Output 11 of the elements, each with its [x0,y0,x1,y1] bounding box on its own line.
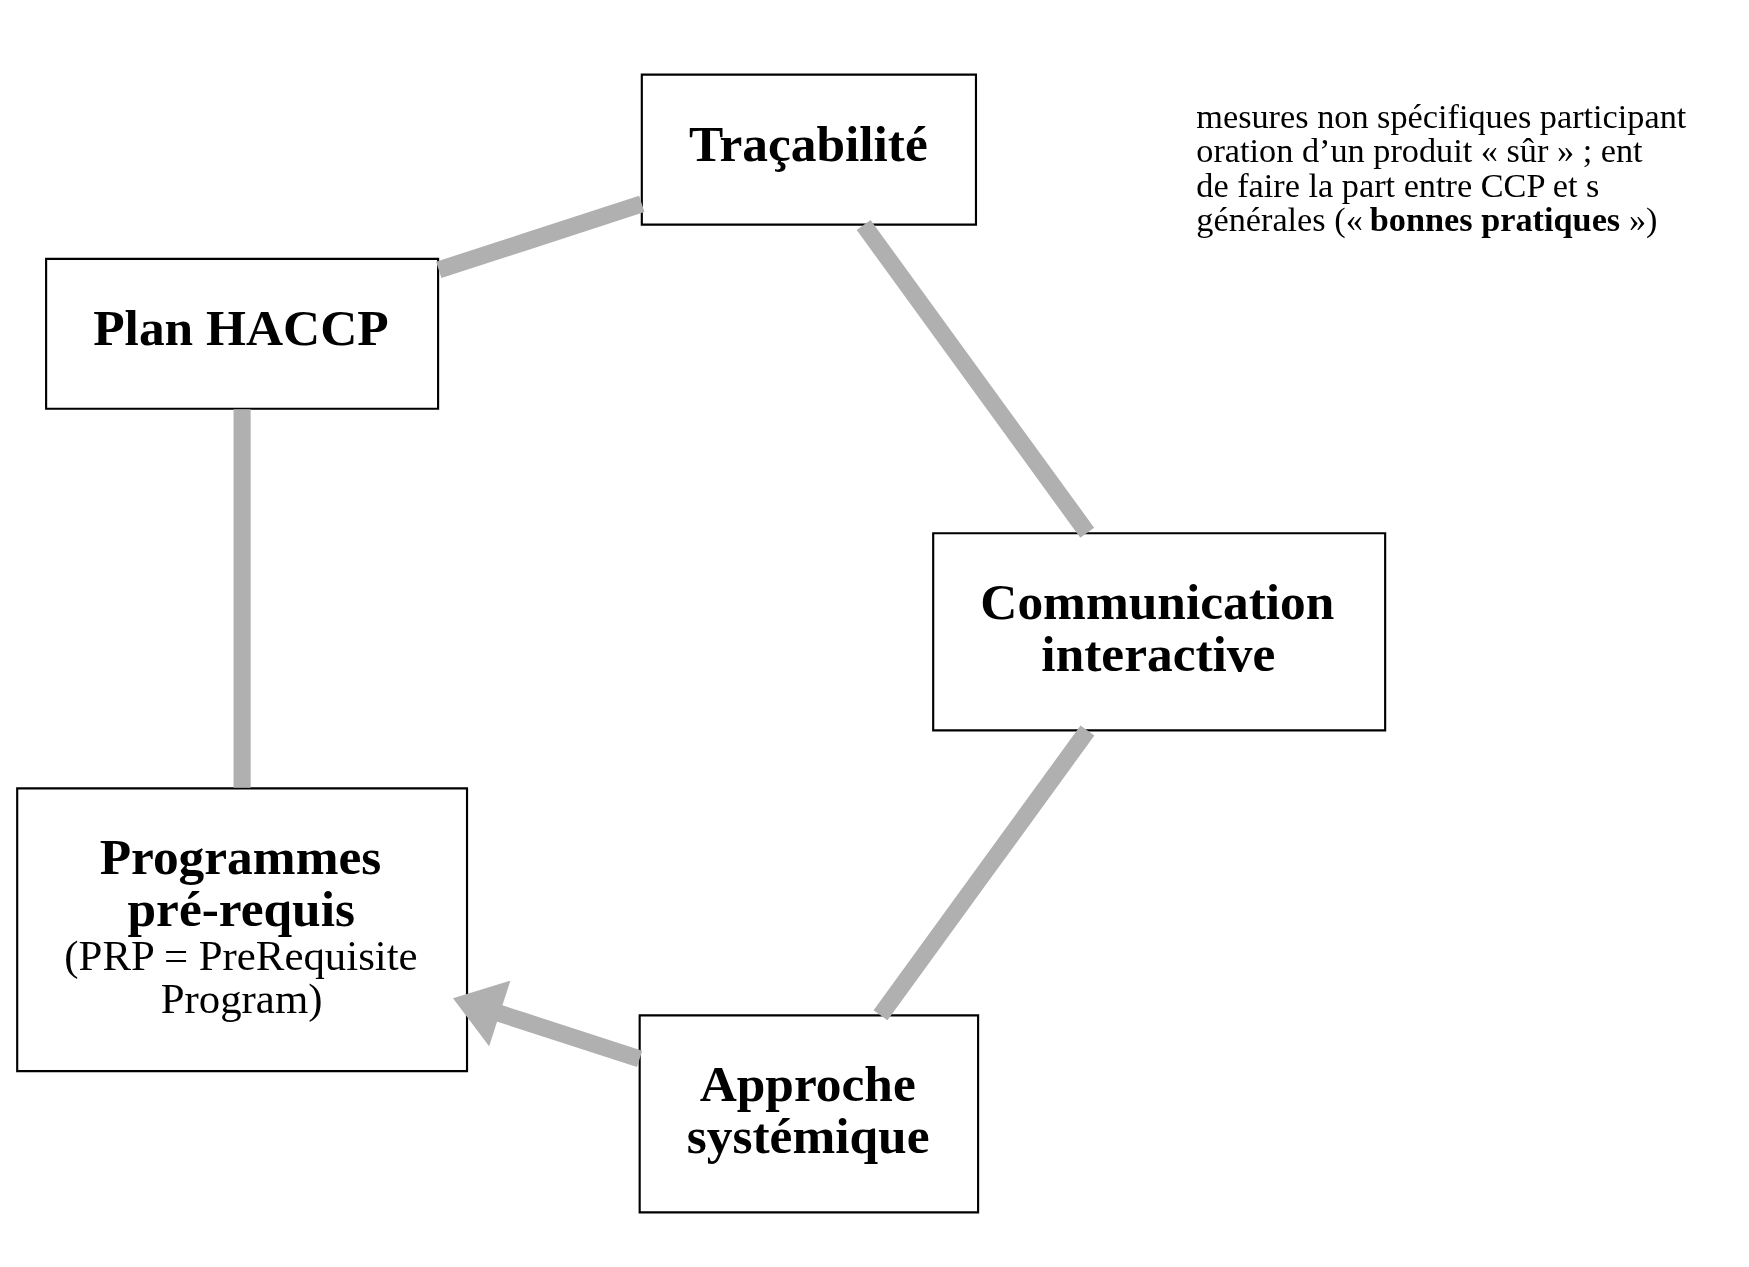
arrow [452,980,643,1067]
connector [233,408,251,788]
connector [856,219,1095,538]
node-box: Communication interactive [932,531,1387,731]
connector [436,195,645,278]
node-box: Programmes pré-requis (PRP = PreRequisite Program) [16,786,469,1072]
node-box: Approche systémique [638,1013,980,1213]
node-box: Plan HACCP [45,257,440,410]
node-box: Traçabilité [640,73,978,226]
label: mesures non spécifiques participant oration d’un produit « sûr » ; ent de faire la part entre CCP et s générales (« bonnes pratiques ») [1196,96,1687,238]
connector [873,724,1095,1020]
